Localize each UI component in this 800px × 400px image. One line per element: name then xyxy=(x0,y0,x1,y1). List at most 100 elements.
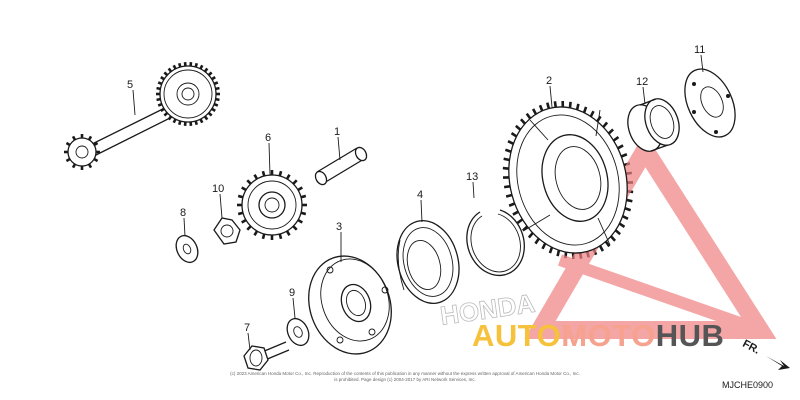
part-11-thrust-plate[interactable] xyxy=(675,61,745,145)
gear-tooth xyxy=(211,107,216,112)
callout-1[interactable]: 1 xyxy=(334,126,340,138)
part-6-gear-teeth xyxy=(237,170,307,240)
gear-tooth xyxy=(71,163,77,169)
gear-tooth xyxy=(213,102,219,107)
gear-tooth xyxy=(503,157,510,162)
callout-5[interactable]: 5 xyxy=(127,79,133,91)
gear-tooth xyxy=(515,124,522,131)
gear-tooth xyxy=(292,225,298,231)
gear-tooth xyxy=(589,110,595,118)
gear-tooth xyxy=(167,67,173,73)
gear-tooth xyxy=(163,71,169,77)
gear-tooth xyxy=(538,104,544,112)
gear-tooth xyxy=(575,103,580,111)
part-3-clutch-outer[interactable] xyxy=(295,244,404,365)
gear-tooth xyxy=(610,235,617,242)
gear-tooth xyxy=(246,225,252,231)
callout-2[interactable]: 2 xyxy=(546,75,552,87)
leader-lines xyxy=(132,54,704,351)
gear-tooth xyxy=(534,237,540,245)
gear-tooth xyxy=(157,81,163,86)
gear-tooth xyxy=(211,76,216,81)
gear-tooth xyxy=(556,249,561,257)
front-direction-arrow: FR. xyxy=(740,338,790,370)
part-2-driven-gear[interactable] xyxy=(493,94,643,267)
gear-tooth xyxy=(546,102,551,109)
gear-tooth xyxy=(607,128,614,135)
gear-tooth xyxy=(199,64,204,70)
part-6-gear[interactable] xyxy=(241,174,303,236)
gear-tooth xyxy=(548,246,554,254)
gear-tooth xyxy=(156,97,161,102)
gear-tooth xyxy=(207,111,213,117)
gear-tooth xyxy=(614,229,621,236)
gear-tooth xyxy=(215,97,220,102)
gear-tooth xyxy=(65,157,71,163)
gear-tooth xyxy=(156,86,161,91)
gear-tooth xyxy=(617,144,624,150)
callout-13[interactable]: 13 xyxy=(466,171,478,183)
arrow-icon xyxy=(766,356,790,370)
part-4-one-way-clutch[interactable] xyxy=(388,214,468,311)
gear-tooth xyxy=(507,139,514,146)
gear-tooth xyxy=(598,245,605,252)
callout-4[interactable]: 4 xyxy=(417,189,423,201)
gear-tooth xyxy=(604,240,611,248)
callout-10[interactable]: 10 xyxy=(212,183,224,195)
gear-tooth xyxy=(215,86,220,91)
gear-tooth xyxy=(505,193,513,198)
part-8-washer[interactable] xyxy=(172,232,202,266)
gear-tooth xyxy=(163,111,169,117)
gear-tooth xyxy=(194,120,199,126)
gear-tooth xyxy=(516,218,524,224)
callout-9[interactable]: 9 xyxy=(289,287,295,299)
gear-tooth xyxy=(297,218,303,224)
gear-tooth xyxy=(508,202,516,207)
gear-tooth xyxy=(194,62,199,68)
gear-tooth xyxy=(93,141,99,147)
watermark-part-hub: HUB xyxy=(655,318,725,353)
callout-12[interactable]: 12 xyxy=(636,76,648,88)
gear-tooth xyxy=(199,118,204,124)
gear-tooth xyxy=(237,194,244,199)
part-5-shaft-gear[interactable] xyxy=(67,65,217,167)
gear-tooth xyxy=(261,233,266,240)
part-7-bolt[interactable] xyxy=(243,341,290,371)
gear-tooth xyxy=(93,157,99,163)
gear-tooth xyxy=(541,242,547,250)
gear-tooth xyxy=(203,67,209,73)
gear-tooth xyxy=(522,225,529,232)
callout-7[interactable]: 7 xyxy=(244,322,250,334)
gear-tooth xyxy=(65,141,71,147)
gear-tooth xyxy=(525,112,532,120)
gear-tooth xyxy=(504,148,512,153)
gear-tooth xyxy=(172,118,177,124)
part-13-snap-ring[interactable] xyxy=(466,209,526,277)
gear-tooth xyxy=(241,218,247,224)
gear-tooth xyxy=(502,166,509,170)
part-12-needle-bearing[interactable] xyxy=(622,94,685,156)
gear-tooth xyxy=(285,174,291,180)
gear-tooth xyxy=(157,102,163,107)
callout-11[interactable]: 11 xyxy=(694,44,705,56)
gear-tooth xyxy=(510,132,518,138)
gear-tooth xyxy=(87,163,93,169)
gear-tooth xyxy=(253,230,259,236)
part-9-washer[interactable] xyxy=(283,315,313,349)
gear-tooth xyxy=(624,207,632,212)
watermark-part-auto: AUTO xyxy=(472,318,562,353)
gear-tooth xyxy=(261,170,266,177)
callout-3[interactable]: 3 xyxy=(336,221,342,233)
watermark-part-moto: MOTO xyxy=(561,318,656,353)
fr-label: FR. xyxy=(740,338,761,357)
automotohub-watermark: AUTOMOTOHUB xyxy=(472,318,724,358)
part-1-pin[interactable] xyxy=(313,145,369,186)
gear-tooth xyxy=(292,179,298,185)
gear-tooth xyxy=(612,136,620,142)
part-10-lock-washer[interactable] xyxy=(213,217,241,245)
callout-6[interactable]: 6 xyxy=(265,132,271,144)
callout-8[interactable]: 8 xyxy=(180,207,186,219)
gear-tooth xyxy=(177,62,182,68)
gear-tooth xyxy=(300,194,307,199)
